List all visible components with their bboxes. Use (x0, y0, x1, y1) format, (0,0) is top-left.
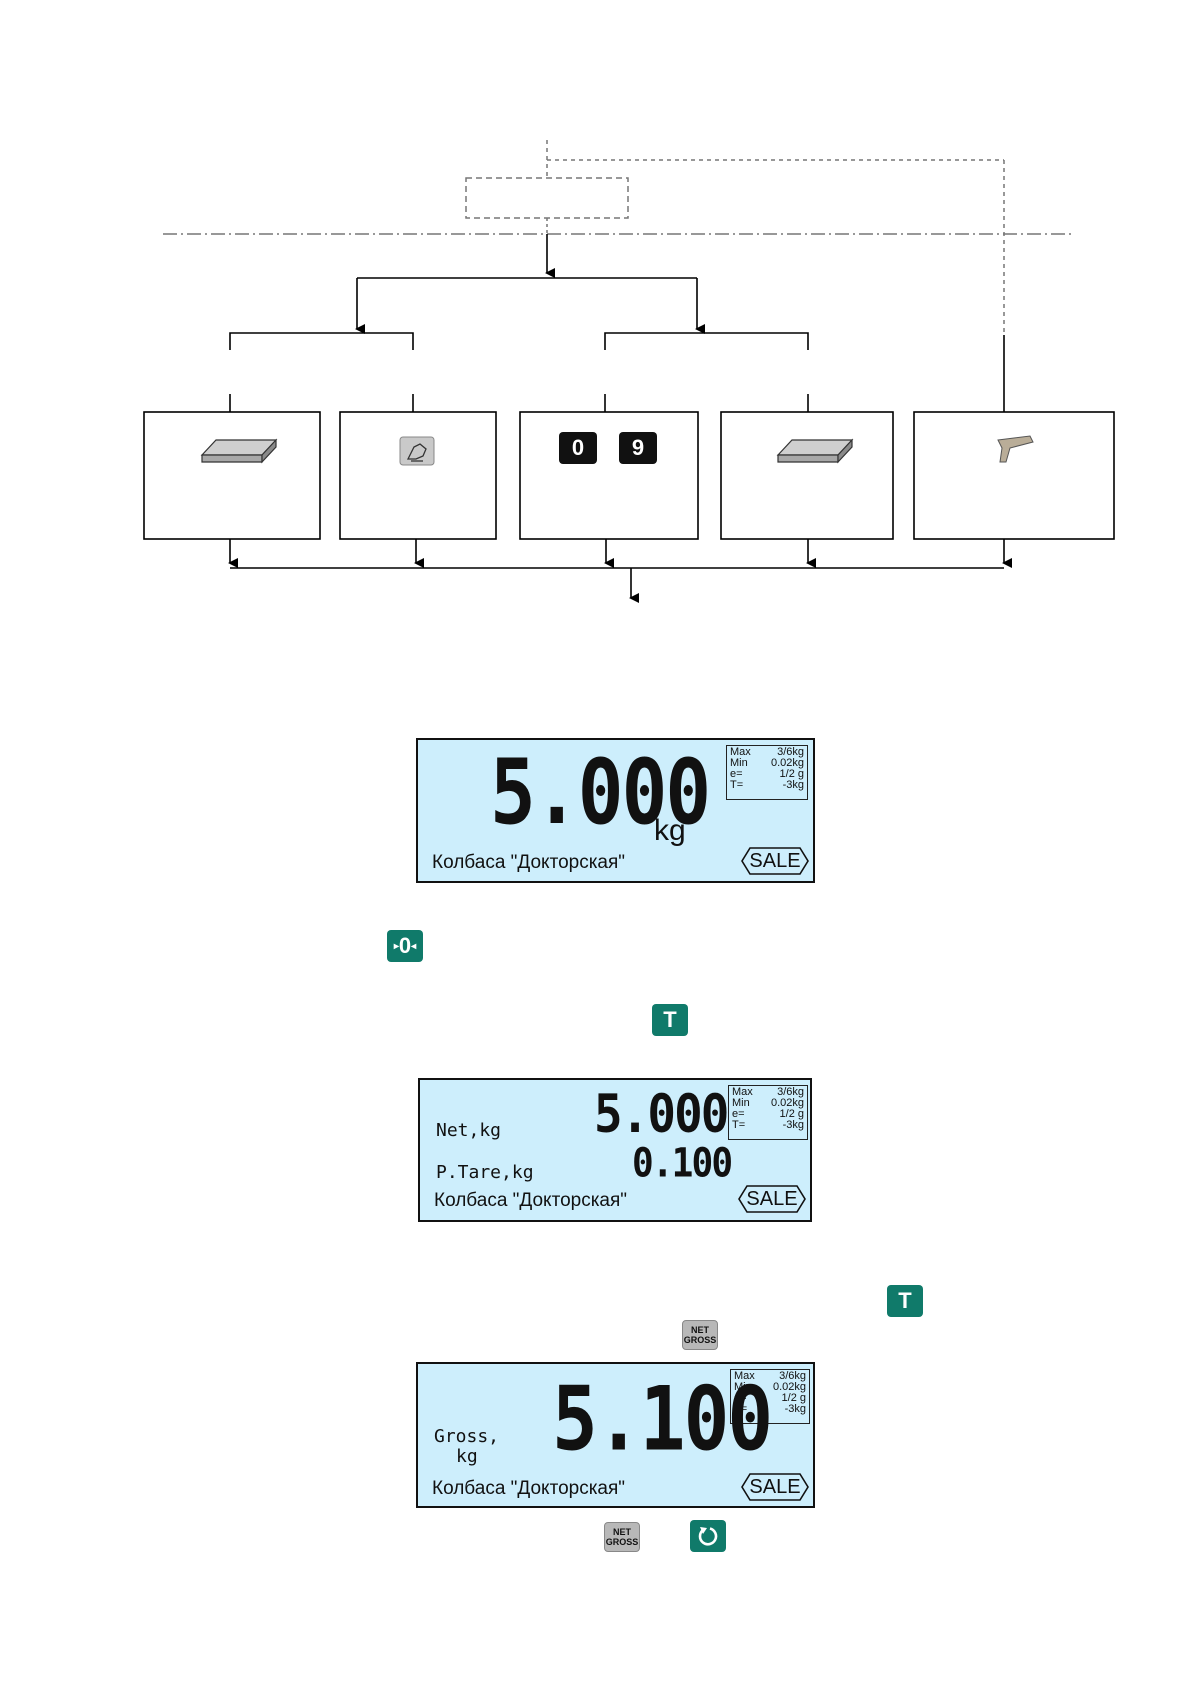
manual-entry-icon (399, 436, 435, 466)
flow-box (913, 411, 1115, 540)
digit-key-0[interactable]: 0 (559, 432, 597, 464)
gross-unit-label: kg (456, 1446, 478, 1467)
sale-mode-badge: SALE (737, 1184, 807, 1214)
tare-label: P.Tare,kg (436, 1162, 534, 1183)
barcode-scanner-icon (997, 435, 1034, 463)
flow-box (519, 411, 699, 540)
scale-platform-icon (776, 438, 854, 464)
flow-box (339, 411, 497, 540)
product-name: Колбаса "Докторская" (432, 852, 626, 873)
tare-key[interactable]: T (652, 1004, 688, 1036)
refresh-icon (698, 1527, 718, 1546)
dashed-box (465, 177, 629, 219)
net-value: 5.000 (594, 1083, 729, 1145)
flow-box (143, 411, 321, 540)
product-name: Колбаса "Докторская" (434, 1190, 628, 1211)
gross-label: Gross, (434, 1426, 500, 1447)
product-name: Колбаса "Докторская" (432, 1478, 626, 1499)
refresh-key[interactable] (690, 1520, 726, 1552)
tare-key[interactable]: T (887, 1285, 923, 1317)
digit-key-9[interactable]: 9 (619, 432, 657, 464)
gross-value: 5.100 (552, 1368, 773, 1471)
weight-value: 5.000 (490, 740, 711, 845)
flow-box (720, 411, 894, 540)
zero-key[interactable]: ▸0◂ (387, 930, 423, 962)
tare-value: 0.100 (632, 1139, 733, 1187)
flowchart (143, 140, 1115, 603)
scale-platform-icon (200, 438, 278, 464)
weight-unit: kg (654, 814, 686, 847)
sale-mode-badge: SALE (740, 1472, 810, 1502)
sale-mode-badge: SALE (740, 846, 810, 876)
net-label: Net,kg (436, 1120, 502, 1141)
